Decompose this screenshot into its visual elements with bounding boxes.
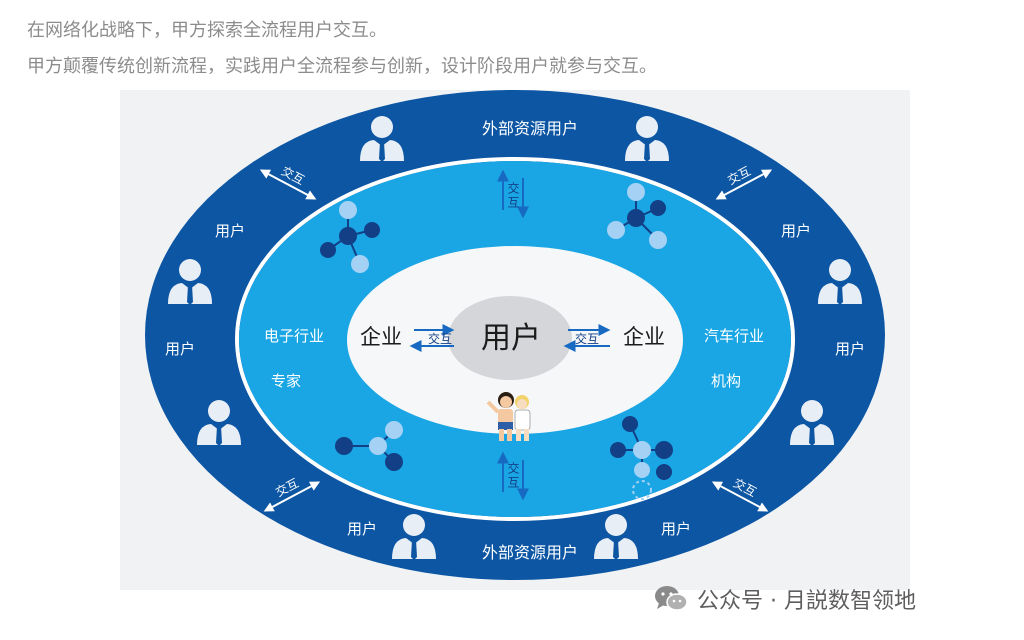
middle-ring-border [235,157,795,521]
middle-left-label-1: 电子行业 [264,327,324,345]
user-label-right-mid: 用户 [835,340,865,358]
user-label-left-mid: 用户 [165,340,195,358]
watermark: 公众号 · 月説数智领地 [653,578,916,620]
header-line-1: 在网络化战略下，甲方探索全流程用户交互。 [27,20,387,41]
user-label-right-upper: 用户 [781,222,811,240]
vertical-arrows-top: 交互 [497,169,529,219]
outer-bottom-label: 外部资源用户 [482,543,578,562]
network-icon [335,421,403,471]
interact-label-center-right: 交互 [575,331,599,346]
wechat-icon [655,586,688,611]
middle-right-label-2: 机构 [711,372,741,390]
cartoon-figures [486,392,531,441]
interact-label-bottom-center: 交互 [506,461,520,490]
header-line-2: 甲方颠覆传统创新流程，实践用户全流程参与创新，设计阶段用户就参与交互。 [27,56,657,77]
center-title: 用户 [481,321,541,356]
network-icon [610,416,673,500]
interact-label-center-left: 交互 [428,331,452,346]
user-label-left-upper: 用户 [215,222,245,240]
center-oval [448,296,572,380]
interact-label-top-center: 交互 [506,181,520,210]
enterprise-right: 企业 [623,325,665,349]
user-interaction-diagram: 外部资源用户 外部资源用户 用户 用户 用户 用户 用户 用户 交互 交互 交互… [145,90,885,580]
vertical-arrows-bottom: 交互 [497,451,529,501]
interact-arrows-left: 交互 [409,324,455,352]
watermark-text: 公众号 · 月説数智领地 [697,589,916,614]
network-icon [607,183,667,249]
user-label-bottom-left: 用户 [347,520,377,538]
interact-arrows-right: 交互 [563,324,611,352]
enterprise-left: 企业 [360,325,402,349]
middle-left-label-2: 专家 [271,372,301,390]
network-icon [320,201,380,273]
user-label-bottom-right: 用户 [661,520,691,538]
middle-right-label-1: 汽车行业 [704,327,764,345]
outer-top-label: 外部资源用户 [482,119,578,138]
